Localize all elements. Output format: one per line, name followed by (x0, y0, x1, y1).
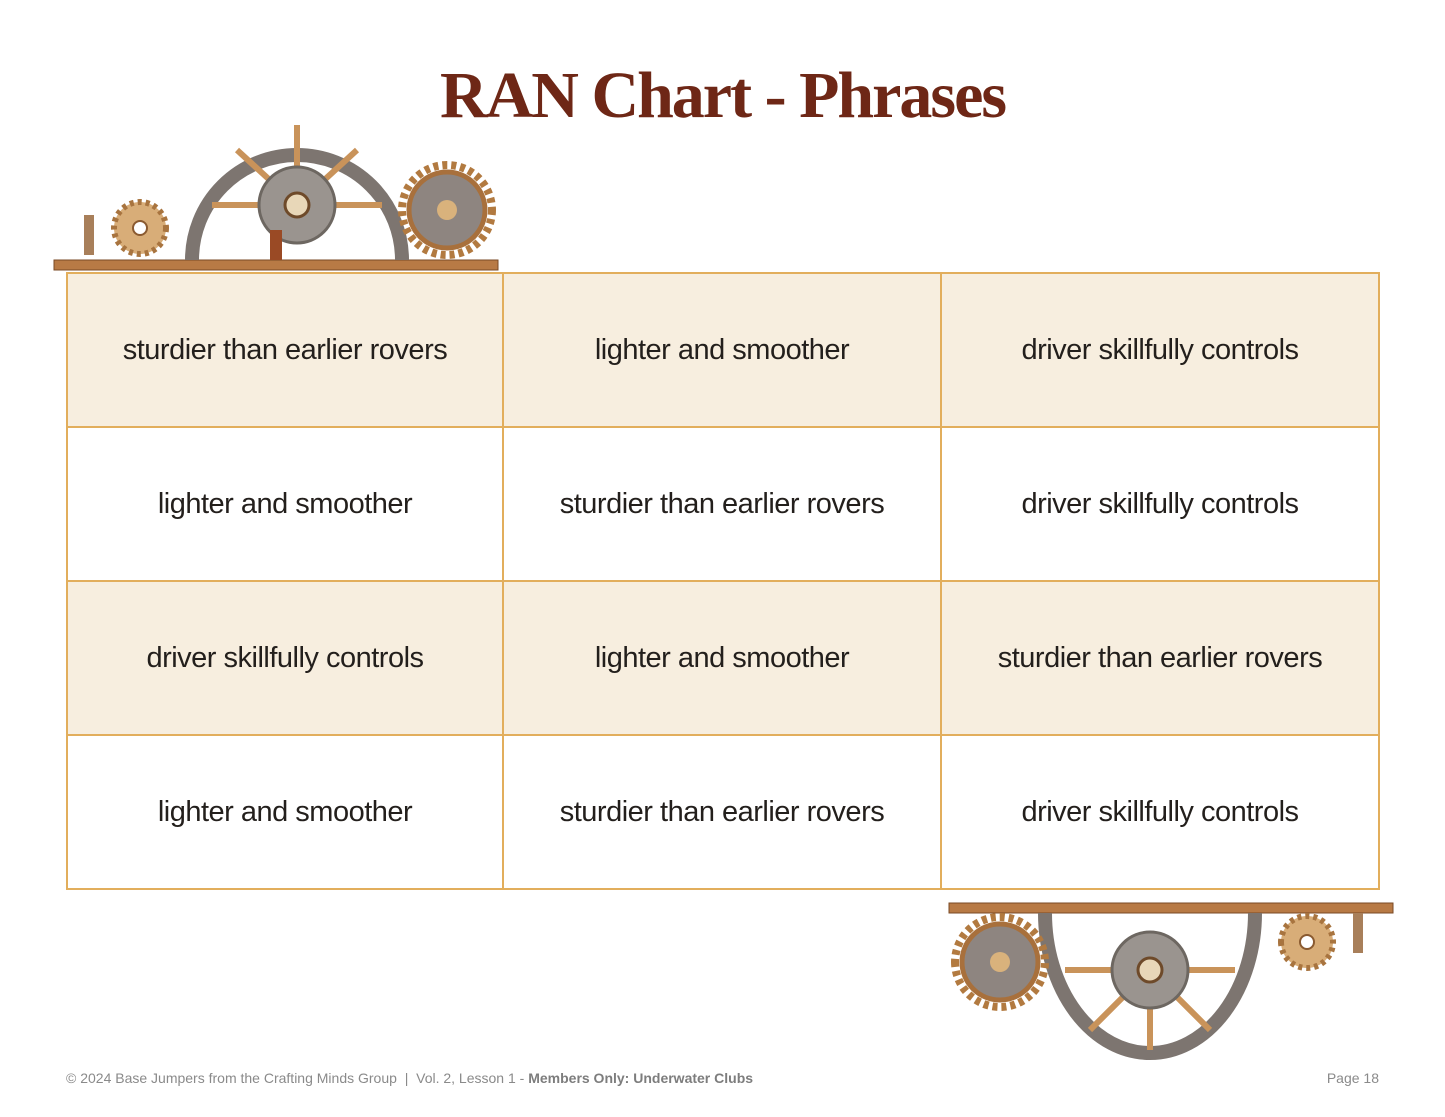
table-cell: lighter and smoother (66, 426, 504, 582)
table-row: lighter and smoother sturdier than earli… (66, 426, 1380, 582)
ran-chart-table: sturdier than earlier rovers lighter and… (66, 272, 1380, 890)
table-cell: lighter and smoother (502, 580, 942, 736)
table-cell: driver skillfully controls (940, 426, 1380, 582)
phrase: driver skillfully controls (146, 641, 424, 674)
phrase: driver skillfully controls (1021, 795, 1299, 828)
table-row: lighter and smoother sturdier than earli… (66, 734, 1380, 890)
unit-title: Members Only: Underwater Clubs (528, 1070, 754, 1086)
phrase: sturdier than earlier rovers (122, 333, 448, 366)
table-row: driver skillfully controls lighter and s… (66, 580, 1380, 736)
table-cell: sturdier than earlier rovers (502, 426, 942, 582)
phrase: sturdier than earlier rovers (997, 641, 1323, 674)
table-cell: driver skillfully controls (940, 272, 1380, 428)
table-cell: sturdier than earlier rovers (502, 734, 942, 890)
page-title-text: RAN Chart - Phrases (439, 59, 1007, 132)
page-title: RAN Chart - Phrases (0, 58, 1445, 134)
table-cell: sturdier than earlier rovers (940, 580, 1380, 736)
table-cell: driver skillfully controls (66, 580, 504, 736)
table-cell: driver skillfully controls (940, 734, 1380, 890)
page-number: Page 18 (1326, 1070, 1379, 1086)
phrase: sturdier than earlier rovers (559, 795, 885, 828)
phrase: lighter and smoother (594, 641, 850, 674)
copyright: © 2024 Base Jumpers from the Crafting Mi… (66, 1070, 397, 1086)
steampunk-machine-illustration-bottom (948, 902, 1394, 1060)
phrase: lighter and smoother (157, 487, 413, 520)
phrase: lighter and smoother (594, 333, 850, 366)
phrase: lighter and smoother (157, 795, 413, 828)
table-cell: sturdier than earlier rovers (66, 272, 504, 428)
footer-separator: | (404, 1070, 409, 1086)
phrase: driver skillfully controls (1021, 333, 1299, 366)
table-cell: lighter and smoother (502, 272, 942, 428)
steampunk-machine-illustration-top (53, 125, 499, 271)
table-row: sturdier than earlier rovers lighter and… (66, 272, 1380, 428)
phrase: sturdier than earlier rovers (559, 487, 885, 520)
table-cell: lighter and smoother (66, 734, 504, 890)
lesson-label: Vol. 2, Lesson 1 - (416, 1070, 525, 1086)
footer: © 2024 Base Jumpers from the Crafting Mi… (66, 1070, 753, 1086)
phrase: driver skillfully controls (1021, 487, 1299, 520)
